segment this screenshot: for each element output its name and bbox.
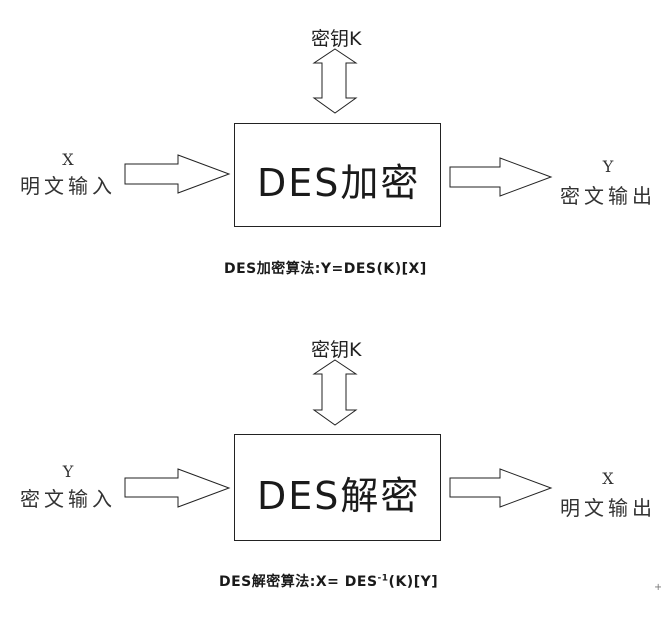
key-arrow-decrypt [312,359,358,426]
key-arrow-encrypt [312,48,358,114]
output-arrow-encrypt [449,157,553,197]
corner-mark: + [654,582,661,593]
formula-prefix-encrypt: DES加密算法: [224,261,321,277]
formula-expr-encrypt: Y=DES(K)[X] [320,261,427,277]
input-label-decrypt: 密文输入 [20,487,116,511]
output-arrow-decrypt [449,468,553,508]
key-label-encrypt: 密钥K [311,28,362,50]
input-label-encrypt: 明文输入 [20,174,116,198]
input-arrow-encrypt [124,154,231,194]
input-arrow-decrypt [124,468,231,508]
formula-expr-rhs-decrypt: (K)[Y] [388,574,439,590]
des-decrypt-box [234,434,441,541]
box-label-decrypt: DES解密 [257,474,421,518]
input-var-encrypt: X [62,150,74,169]
box-label-encrypt: DES加密 [257,161,421,205]
formula-expr-sup-decrypt: -1 [377,573,389,584]
des-encrypt-box [234,123,441,227]
output-label-decrypt: 明文输出 [560,496,656,520]
formula-decrypt: DES解密算法:X= DES-1(K)[Y] [219,571,438,591]
output-var-encrypt: Y [602,157,614,176]
output-label-encrypt: 密文输出 [560,184,656,208]
formula-prefix-decrypt: DES解密算法: [219,574,316,590]
formula-encrypt: DES加密算法:Y=DES(K)[X] [224,258,427,278]
formula-expr-lhs-decrypt: X= DES [315,574,378,590]
input-var-decrypt: Y [62,462,74,481]
output-var-decrypt: X [602,469,614,488]
key-label-decrypt: 密钥K [311,339,362,361]
